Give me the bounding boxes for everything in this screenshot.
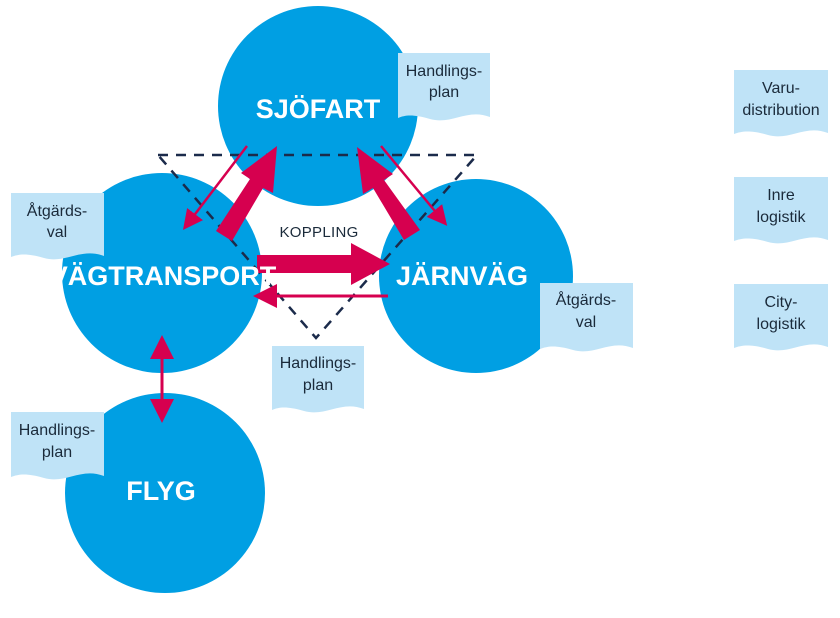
node-vagtransport: VÄGTRANSPORT [50,261,277,291]
svg-text:Åtgärds-: Åtgärds- [556,290,616,309]
svg-text:Handlings-: Handlings- [406,63,482,80]
flyg-circle [65,393,265,593]
node-flyg: FLYG [126,476,196,506]
svg-text:Åtgärds-: Åtgärds- [27,201,87,220]
thin-arrow-sjofart-to-jarnvag [380,145,448,226]
doc-vag-atgardsval: Åtgärds- val [11,193,104,260]
thick-arrow-vag-to-jarnvag [257,243,390,285]
svg-text:distribution: distribution [742,102,819,119]
svg-text:Inre: Inre [767,187,795,204]
doc-center-handlingsplan: Handlings- plan [272,346,364,413]
vagtransport-circle [62,173,262,373]
thick-arrow-vag-to-sjofart [216,146,277,241]
svg-text:plan: plan [303,377,333,394]
node-sjofart: SJÖFART [256,94,381,124]
thick-arrow-jarnvag-to-sjofart [357,147,420,240]
thin-arrow-sjofart-to-vag [182,145,248,230]
coupling-triangle [155,153,480,340]
doc-jarnvag-atgardsval: Åtgärds- val [540,283,633,352]
doc-inre-logistik: Inre logistik [734,177,828,244]
doc-flyg-handlingsplan: Handlings- plan [11,412,104,480]
svg-text:Varu-: Varu- [762,80,800,97]
svg-text:val: val [47,224,67,241]
svg-text:City-: City- [765,294,798,311]
svg-text:plan: plan [429,84,459,101]
svg-text:val: val [576,314,596,331]
svg-text:plan: plan [42,444,72,461]
center-label-koppling: KOPPLING [279,224,358,241]
jarnvag-circle [379,179,573,373]
svg-text:Handlings-: Handlings- [280,355,356,372]
doc-sjofart-handlingsplan: Handlings- plan [398,53,490,121]
svg-text:Handlings-: Handlings- [19,422,95,439]
svg-text:logistik: logistik [757,316,807,333]
svg-text:logistik: logistik [757,209,807,226]
doc-varudistribution: Varu- distribution [734,70,828,137]
node-jarnvag: JÄRNVÄG [396,261,528,291]
doc-city-logistik: City- logistik [734,284,828,351]
